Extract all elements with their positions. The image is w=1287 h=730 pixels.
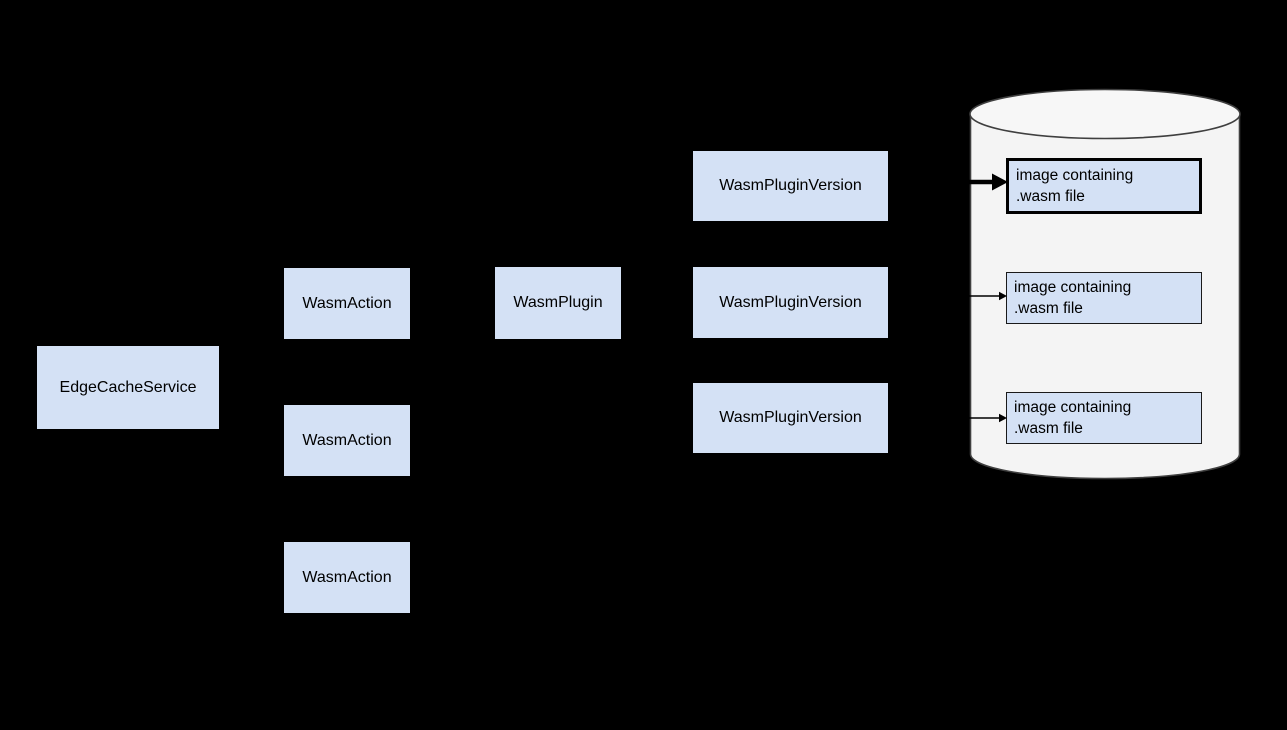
- node-edge-cache-service-label: EdgeCacheService: [59, 378, 197, 396]
- node-wasm-action-1[interactable]: WasmAction: [283, 267, 411, 340]
- node-edge-cache-service[interactable]: EdgeCacheService: [36, 345, 220, 430]
- image-box-2-line2: .wasm file: [1014, 300, 1083, 317]
- image-box-1-line1: image containing: [1016, 166, 1134, 184]
- image-box-1-line2: .wasm file: [1016, 188, 1085, 205]
- node-wasm-action-1-label: WasmAction: [302, 294, 392, 312]
- node-wasm-action-3[interactable]: WasmAction: [283, 541, 411, 614]
- node-wasm-action-2-label: WasmAction: [302, 431, 392, 449]
- arrow-to-image-box-1: [968, 173, 1008, 191]
- node-wasm-plugin-label: WasmPlugin: [513, 294, 603, 312]
- node-wasm-plugin-version-1[interactable]: WasmPluginVersion: [692, 150, 889, 222]
- image-box-2-line1: image containing: [1014, 278, 1132, 296]
- node-wasm-plugin-version-2-label: WasmPluginVersion: [719, 293, 862, 311]
- node-wasm-action-2[interactable]: WasmAction: [283, 404, 411, 477]
- image-box-3[interactable]: image containing .wasm file: [1006, 392, 1202, 444]
- arrow-to-image-box-2: [968, 291, 1007, 301]
- node-wasm-action-3-label: WasmAction: [302, 568, 392, 586]
- image-box-1[interactable]: image containing .wasm file: [1006, 158, 1202, 214]
- node-wasm-plugin-version-3[interactable]: WasmPluginVersion: [692, 382, 889, 454]
- node-wasm-plugin-version-1-label: WasmPluginVersion: [719, 177, 862, 195]
- node-wasm-plugin[interactable]: WasmPlugin: [494, 266, 622, 340]
- node-wasm-plugin-version-2[interactable]: WasmPluginVersion: [692, 266, 889, 339]
- node-wasm-plugin-version-3-label: WasmPluginVersion: [719, 409, 862, 427]
- image-box-3-line2: .wasm file: [1014, 420, 1083, 437]
- image-box-3-line1: image containing: [1014, 398, 1132, 416]
- arrow-to-image-box-3: [968, 413, 1007, 423]
- image-box-2[interactable]: image containing .wasm file: [1006, 272, 1202, 324]
